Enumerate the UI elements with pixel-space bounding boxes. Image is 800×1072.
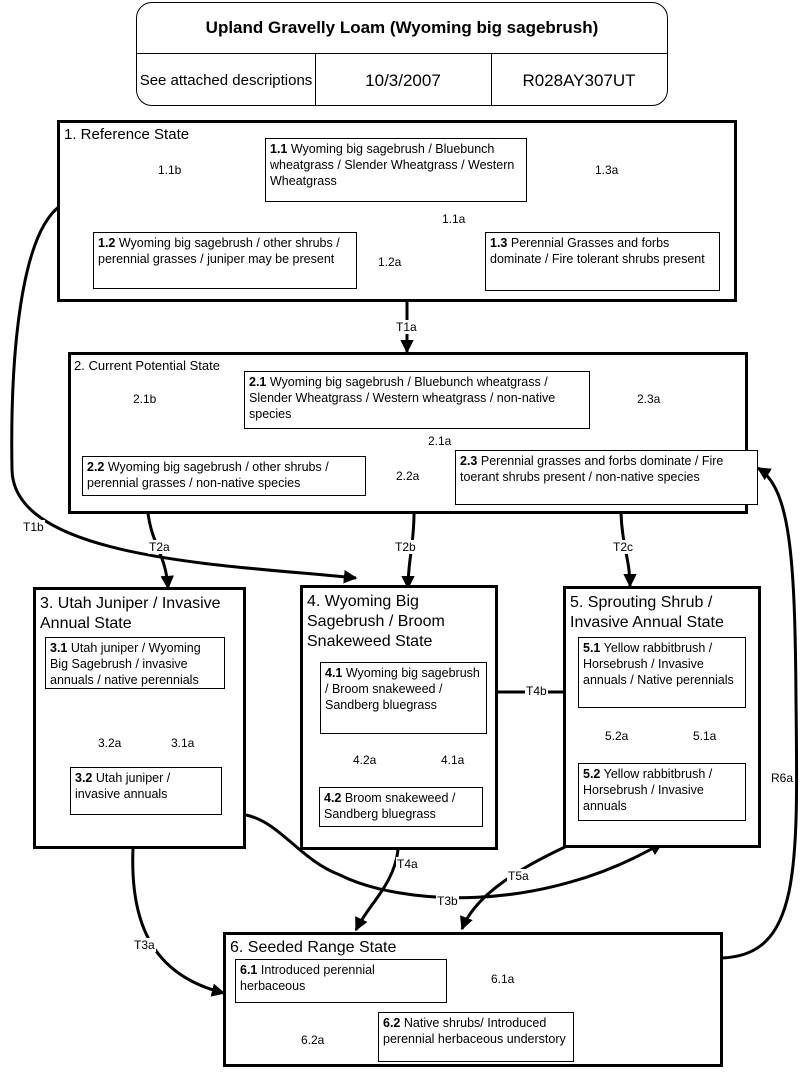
edge-t3a [131,847,226,997]
state-1-label: 1. Reference State [64,126,190,143]
edge-label-2-3a: 2.3a [636,392,662,406]
edge-label-2-1b: 2.1b [132,392,158,406]
edge-label-1-3a: 1.3a [594,163,620,177]
edge-r6a [721,466,799,960]
edge-label-1-1a: 1.1a [441,212,467,226]
community-1-3: 1.3 Perennial Grasses and forbs dominate… [485,232,720,291]
edge-label-1-1b: 1.1b [157,163,183,177]
community-4-1: 4.1 Wyoming big sagebrush / Broom snakew… [320,662,487,734]
community-3-2: 3.2 Utah juniper / invasive annuals [70,767,222,815]
community-2-2: 2.2 Wyoming big sagebrush / other shrubs… [82,456,366,496]
community-1-1: 1.1 Wyoming big sagebrush / Bluebunch wh… [265,138,527,202]
edge-label-5-1a: 5.1a [692,729,718,743]
edge-label-t3a: T3a [133,938,156,952]
edge-label-t1b: T1b [22,520,45,534]
edge-label-t2c: T2c [612,540,635,554]
edge-label-t4a: T4a [396,857,419,871]
site-code: R028AY307UT [522,70,636,90]
descriptions-note: See attached descriptions [137,53,316,105]
community-5-2: 5.2 Yellow rabbitbrush / Horsebrush / In… [578,763,746,821]
edge-label-2-1a: 2.1a [427,434,453,448]
edge-label-5-2a: 5.2a [604,729,630,743]
edge-label-r6a: R6a [770,771,795,785]
edge-label-3-2a: 3.2a [97,736,123,750]
edge-label-t2b: T2b [394,540,417,554]
edge-label-4-2a: 4.2a [352,753,378,767]
state-5-label: 5. Sprouting Shrub / Invasive Annual Sta… [570,594,724,631]
community-5-1: 5.1 Yellow rabbitbrush / Horsebrush / In… [578,637,746,708]
edge-label-t5a: T5a [507,869,530,883]
community-2-3: 2.3 Perennial grasses and forbs dominate… [455,450,758,505]
edge-label-4-1a: 4.1a [440,753,466,767]
community-1-2: 1.2 Wyoming big sagebrush / other shrubs… [93,232,357,289]
community-6-1: 6.1 Introduced perennial herbaceous [235,959,447,1003]
edge-label-3-1a: 3.1a [170,736,196,750]
edge-label-t3b: T3b [436,894,459,908]
state-2-label: 2. Current Potential State [74,358,220,373]
edge-t3b [245,813,664,900]
community-3-1: 3.1 Utah juniper / Wyoming Big Sagebrush… [45,637,225,689]
community-6-2: 6.2 Native shrubs/ Introduced perennial … [378,1012,574,1062]
state-4-label: 4. Wyoming Big Sagebrush / Broom Snakewe… [307,593,445,650]
site-title: Upland Gravelly Loam (Wyoming big sagebr… [137,3,667,54]
edge-label-6-2a: 6.2a [300,1033,326,1047]
edge-t5a [460,845,566,931]
date-cell: 10/3/2007 [315,53,492,105]
state-6-label: 6. Seeded Range State [230,939,397,956]
edge-label-2-2a: 2.2a [395,469,421,483]
edge-label-6-1a: 6.1a [490,972,516,986]
edge-label-t4b: T4b [525,684,548,698]
edge-t4a [354,849,400,932]
edge-label-t1a: T1a [395,320,418,334]
edge-label-t2a: T2a [148,540,171,554]
edge-label-1-2a: 1.2a [377,255,403,269]
state-3-label: 3. Utah Juniper / Invasive Annual State [40,595,221,632]
edge-t1b [10,204,358,584]
community-2-1: 2.1 Wyoming big sagebrush / Bluebunch wh… [244,371,590,429]
community-4-2: 4.2 Broom snakeweed / Sandberg bluegrass [319,787,483,827]
header-table: Upland Gravelly Loam (Wyoming big sagebr… [136,2,668,106]
